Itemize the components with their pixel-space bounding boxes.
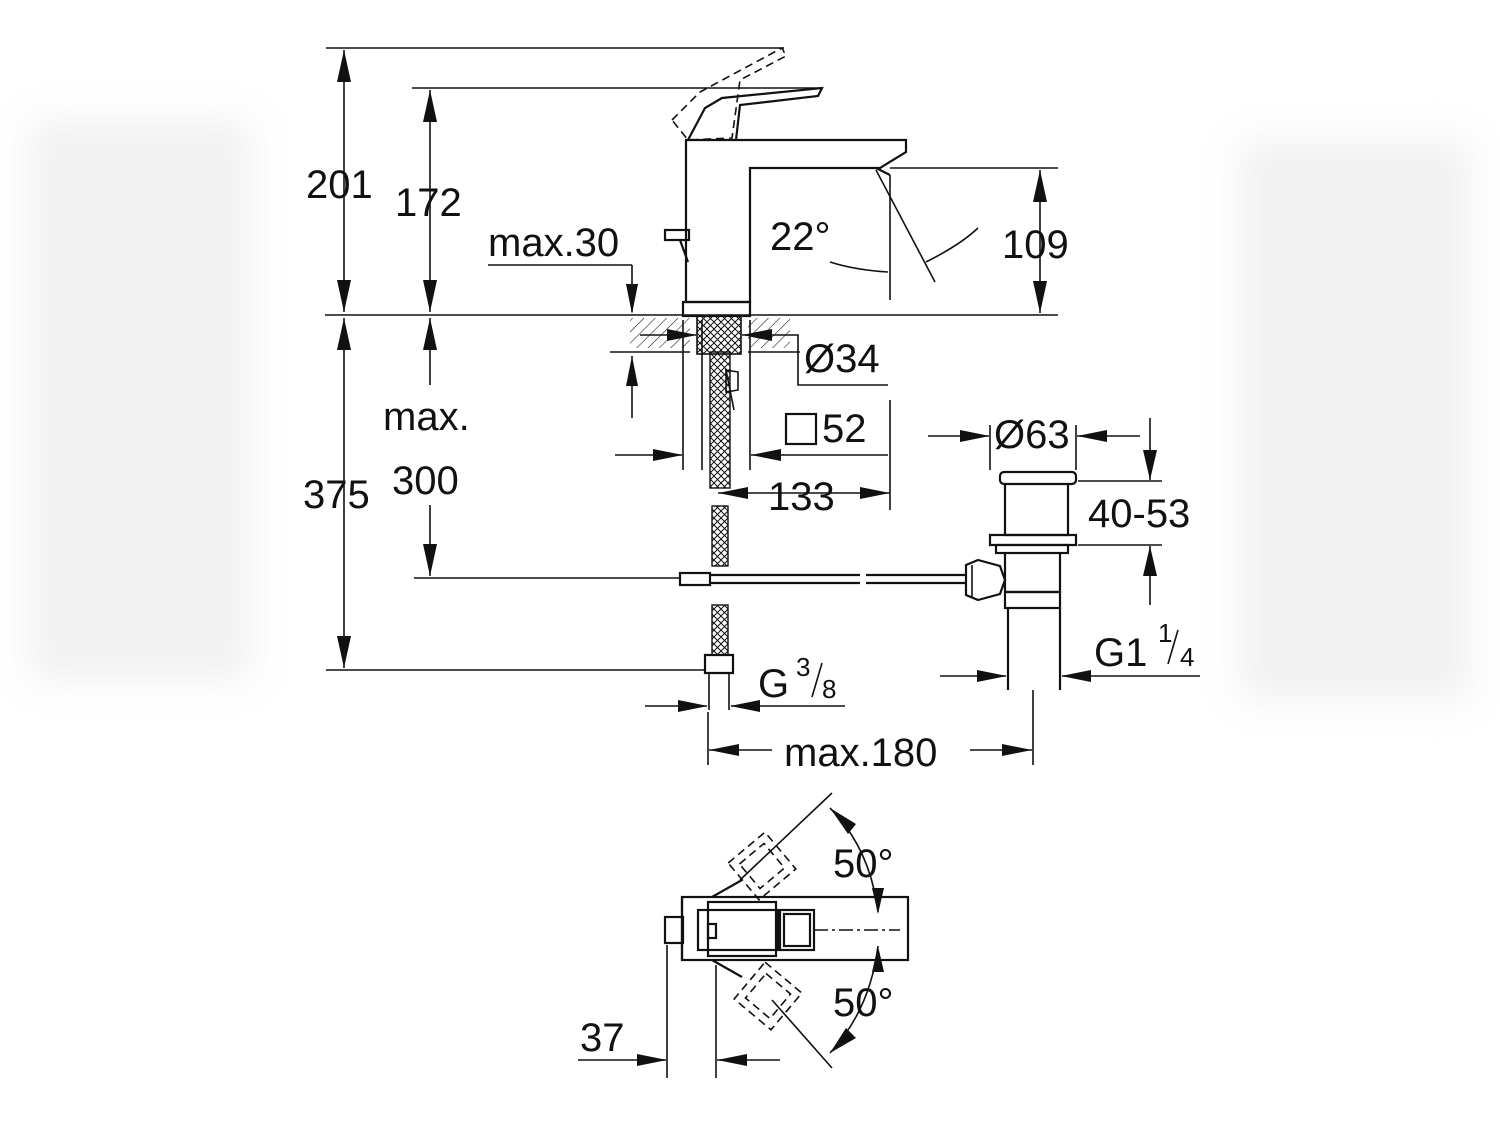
dim-total-height: 201	[306, 163, 373, 207]
dim-waste-thread-den: 4	[1180, 642, 1194, 672]
faucet-top-view	[578, 792, 910, 1078]
dim-waste-thread-num: 1	[1158, 618, 1172, 648]
spray-line	[875, 169, 936, 283]
dim-spout-height: 109	[1002, 223, 1069, 267]
lever-open-position	[670, 46, 788, 141]
dim-supply-thread-num: 3	[796, 652, 810, 682]
dim-spray-angle: 22°	[770, 215, 831, 259]
supply-nut	[703, 653, 735, 675]
dim-waste-thread: G1	[1094, 631, 1147, 675]
dim-lever-swing-bottom: 50°	[833, 981, 894, 1025]
popup-rod	[678, 571, 966, 587]
deck-hatch-left	[630, 318, 690, 348]
supply-hose-upper	[709, 351, 731, 489]
dim-lever-height: 172	[395, 181, 462, 225]
dim-spout-reach: 133	[768, 475, 835, 519]
dim-supply-thread: G	[758, 662, 789, 706]
dim-base-square: 52	[822, 407, 867, 451]
dim-waste-range: 40-53	[1088, 492, 1190, 536]
dim-body-offset: 37	[580, 1016, 625, 1060]
lever-square-top	[782, 912, 812, 948]
dim-waste-diameter: Ø63	[994, 413, 1070, 457]
dim-hole-diameter: Ø34	[804, 337, 880, 381]
background-blur-left	[30, 120, 250, 680]
waste-valve	[964, 470, 1078, 690]
dim-under-deck-label: max.	[383, 395, 470, 439]
square-symbol-icon	[784, 412, 818, 446]
dim-rod-length: max.180	[784, 731, 937, 775]
faucet-side-view	[325, 46, 1200, 765]
background-blur-right	[1240, 140, 1470, 700]
dim-total-below: 375	[303, 473, 370, 517]
dim-deck-thickness: max.30	[488, 221, 619, 265]
faucet-base	[681, 300, 752, 318]
dim-under-deck-value: 300	[392, 459, 459, 503]
dim-supply-thread-den: 8	[822, 674, 836, 704]
lever-handle	[687, 86, 824, 141]
popup-knob	[663, 228, 691, 242]
dim-lever-swing-top: 50°	[833, 842, 894, 886]
